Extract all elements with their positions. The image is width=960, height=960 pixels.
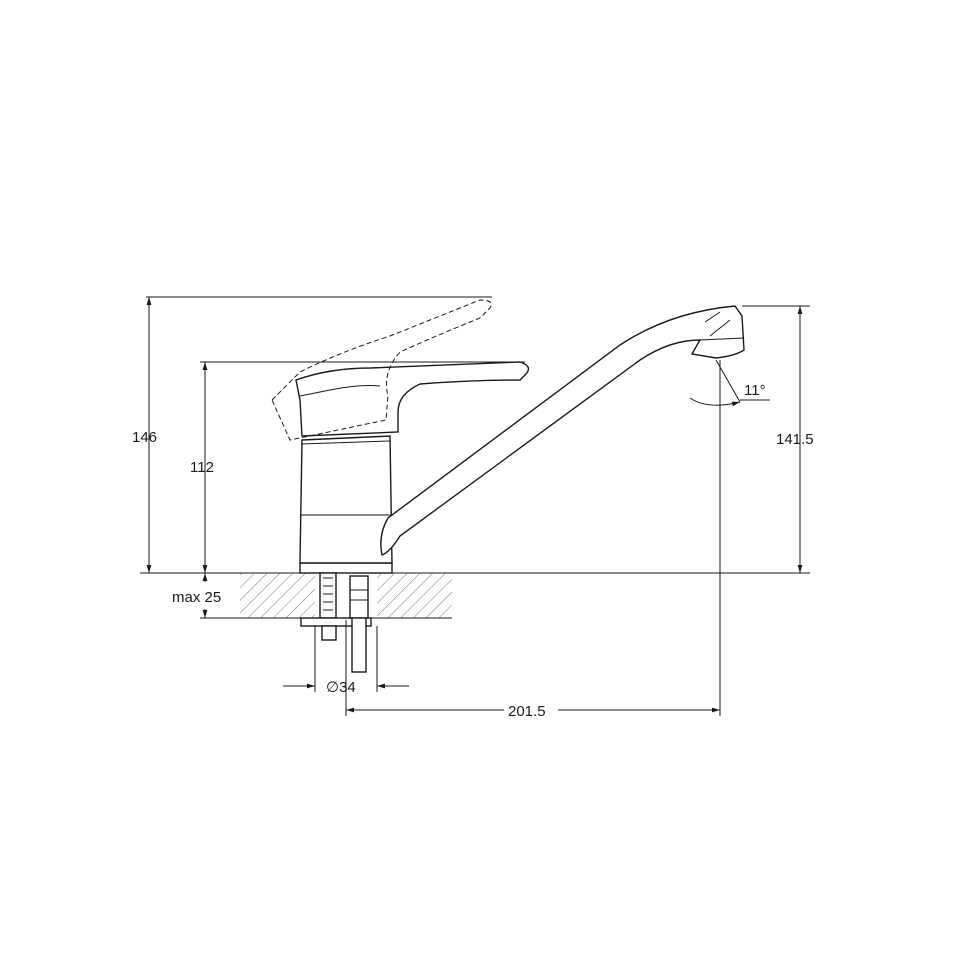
dim-body-height-label: 112	[190, 459, 214, 476]
dim-spout-height: 141.5	[742, 305, 814, 573]
base-plate	[299, 562, 393, 574]
dim-max-counter-label: max 25	[172, 589, 221, 606]
dim-total-height: 146	[132, 296, 492, 573]
dim-spout-height-label: 141.5	[776, 431, 814, 448]
dim-total-height-label: 146	[132, 429, 157, 446]
dim-diameter: ∅34	[283, 626, 409, 696]
spout	[380, 305, 745, 556]
dim-max-counter: max 25	[172, 573, 240, 619]
dim-body-height: 112	[190, 361, 525, 573]
lever-raised-outline	[271, 299, 492, 441]
faucet-body	[299, 435, 393, 564]
dim-diameter-label: ∅34	[326, 679, 356, 696]
dim-reach-label: 201.5	[508, 703, 546, 720]
dim-angle-label: 11°	[744, 382, 766, 399]
mounting-hardware	[300, 572, 372, 673]
countertop	[240, 573, 452, 619]
dim-angle: 11°	[689, 359, 770, 407]
dim-reach: 201.5	[345, 360, 721, 720]
lever-handle	[295, 361, 530, 437]
